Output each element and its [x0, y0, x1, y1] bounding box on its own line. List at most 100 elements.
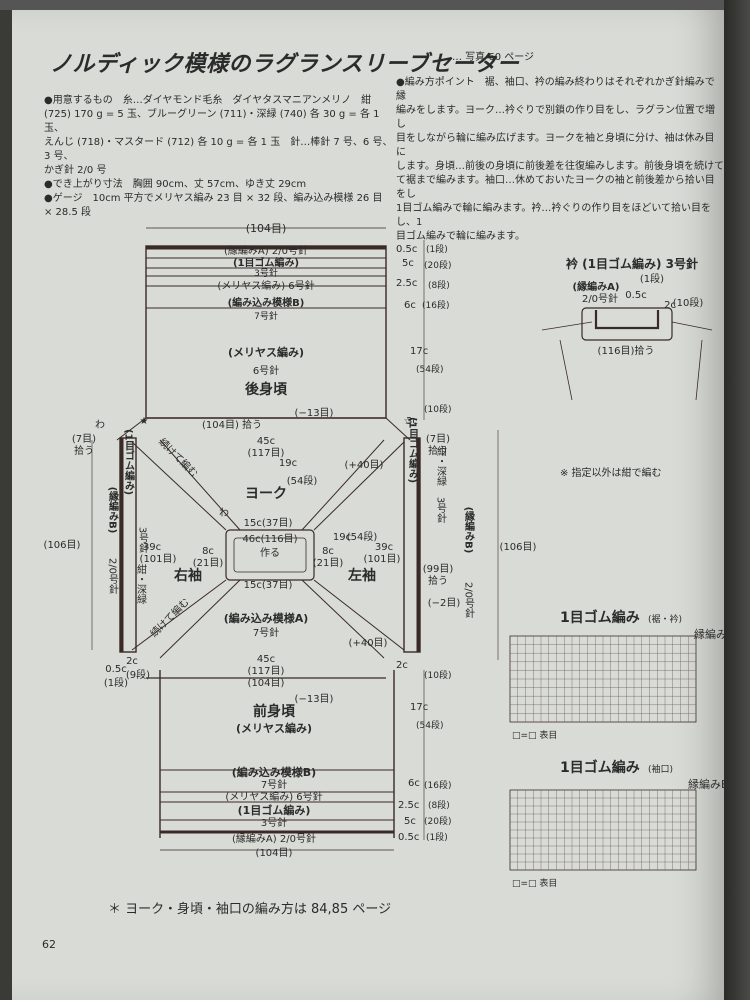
sleeve-pick-label: 拾う: [428, 574, 448, 587]
collar-outline: [581, 307, 673, 341]
yoke-inc: (+40目): [349, 638, 388, 649]
neck-inner: [233, 537, 307, 573]
materials-line: (725) 170 g = 5 玉、ブルーグリーン (711)・深緑 (740)…: [44, 109, 380, 134]
raglan-line: [131, 441, 227, 531]
front-main-label: (メリヤス編み): [236, 721, 312, 735]
front-edge-label: (縁編みA) 2/0号針: [232, 832, 316, 845]
collar-line: [695, 339, 703, 401]
collar-edge-needle: 2/0号針: [582, 292, 618, 305]
points-line: 目をしながら輪に編み広げます。ヨークを袖と身頃に分け、袖は休み目に: [396, 133, 715, 158]
left-sleeve-edge-label: (縁編みB): [463, 507, 475, 554]
back-meas: 6c: [404, 300, 416, 311]
back-main-needle: 6号針: [253, 364, 279, 377]
yoke-edge: [116, 417, 147, 441]
front-rows: (8段): [428, 799, 450, 811]
collar-line: [559, 339, 573, 401]
sleeve-edge-rows: (9段): [126, 668, 150, 681]
front-dec: (−13目): [295, 694, 334, 705]
chart2-title: 1目ゴム編み: [560, 759, 640, 776]
chart1-sub: (裾・衿): [648, 613, 682, 625]
front-width-bottom: (104目): [256, 848, 293, 859]
front-meas: 6c: [408, 778, 420, 789]
back-meas: 17c: [410, 346, 428, 357]
back-fair-label: (編み込み模様B): [228, 296, 305, 309]
right-sleeve-needle: 3号針: [137, 527, 149, 554]
raglan-line: [301, 579, 385, 659]
wa-label: わ: [95, 419, 105, 431]
sweater-schematic: (104目) (縁編みA) 2/0号針 (1目ゴム編み) 3号針 (メリヤス編み…: [44, 222, 724, 889]
front-rows: (20段): [424, 815, 451, 827]
back-dec: (−13目): [295, 408, 334, 419]
yoke-width-st: (117目): [248, 448, 285, 459]
back-main-label: (メリヤス編み): [228, 345, 304, 359]
sleeve-edge-meas: 2c: [126, 656, 138, 667]
materials-line: えんじ (718)・マスタード (712) 各 10 g = 各 1 玉 針…棒…: [44, 137, 393, 162]
yoke-bottom-width: 15c(37目): [244, 580, 293, 591]
yoke-side-rows: (54段): [347, 530, 378, 543]
collar-line: [671, 321, 713, 331]
materials-line: ●でき上がり寸法 胸囲 90cm、丈 57cm、ゆき丈 29cm: [44, 179, 307, 190]
points-line: 編みをします。ヨーク…衿ぐりで別鎖の作り目をし、ラグラン位置で増し: [396, 105, 715, 130]
front-meas: 0.5c: [398, 832, 419, 843]
book-page: ノルディック模様のラグランスリーブセーター … 写真 60 ページ ●用意するも…: [12, 10, 724, 1000]
yoke-width-cm: 45c: [257, 436, 275, 447]
right-sleeve-width: 8c: [202, 546, 214, 557]
sleeve-st: (101目): [140, 554, 177, 565]
front-meas: 2.5c: [398, 800, 419, 811]
collar-meas: 2c: [664, 300, 676, 311]
back-meas: 3c: [406, 416, 418, 427]
page-number: 62: [42, 938, 56, 951]
front-meas: 2c: [396, 660, 408, 671]
yoke-height: 19c: [279, 458, 297, 469]
front-rows: (54段): [416, 719, 443, 731]
back-rows: (8段): [428, 279, 450, 291]
sleeve-edge-rows: (1段): [104, 676, 128, 689]
points-line: 1目ゴム編みで輪に編みます。衿…衿ぐりの作り目をほどいて拾い目をし、1: [396, 203, 712, 228]
chart1-legend: □=□ 表目: [512, 729, 557, 741]
front-width-top: (104目): [248, 678, 285, 689]
chart2-sub: (袖口): [648, 763, 673, 775]
front-fair-label: (編み込み模様A): [224, 611, 309, 625]
left-sleeve-color: 紺・深緑: [435, 445, 447, 486]
left-sleeve-rib: [403, 437, 421, 653]
front-rows: (1段): [426, 831, 448, 843]
points-line: て裾まで編みます。袖口…休めておいたヨークの袖と前後差から拾い目をし: [396, 175, 715, 200]
photo-reference: … 写真 60 ページ: [452, 52, 535, 63]
color-note: ※ 指定以外は紺で編む: [560, 466, 662, 479]
yoke-top-width: 15c(37目): [244, 518, 293, 529]
sleeve-pick: (7目): [72, 434, 96, 445]
continue-label: 続けて編む: [156, 435, 201, 480]
raglan-line: [313, 441, 405, 531]
left-sleeve-rib-label: (1目ゴム編み): [407, 417, 419, 483]
back-body-name: 後身頃: [245, 381, 288, 398]
back-rib-needle: 3号針: [254, 267, 278, 279]
chart2-label: 縁編みB: [688, 777, 724, 791]
sleeve-width: 39c: [143, 542, 161, 553]
back-stock-small: (メリヤス編み) 6号針: [217, 279, 314, 292]
materials-block: ●用意するもの 糸…ダイヤモンド毛糸 ダイヤタスマニアンメリノ 紺 (725) …: [44, 94, 394, 220]
collar-edge-label: (縁編みA): [573, 280, 620, 293]
back-meas: 2.5c: [396, 278, 417, 289]
wa-label: わ: [219, 507, 229, 519]
rib-chart-hem-grid: [510, 636, 696, 722]
right-sleeve-st: (21目): [193, 558, 224, 569]
raglan-line: [313, 579, 405, 651]
back-rows: (54段): [416, 363, 443, 375]
sleeve-pick-label: 拾う: [428, 444, 448, 457]
points-line: ●編み方ポイント 裾、袖口、衿の編み終わりはそれぞれかぎ針編みで縁: [396, 77, 715, 102]
front-meas: 17c: [410, 702, 428, 713]
front-stock-label: (メリヤス編み) 6号針: [225, 790, 322, 803]
sleeve-pick: (7目): [426, 434, 450, 445]
right-sleeve-edge-label: (縁編みB): [107, 487, 119, 534]
sleeve-cuff-st: (106目): [44, 540, 81, 551]
neck-size: 46c(116目): [242, 534, 297, 545]
neck-make: 作る: [260, 547, 280, 559]
sleeve-width: 39c: [375, 542, 393, 553]
sleeve-edge-meas: 0.5c: [105, 664, 126, 675]
left-sleeve-needle2: 2/0号針: [463, 582, 475, 619]
points-line: 目ゴム編みで輪に編みます。: [396, 231, 525, 242]
materials-line: ●用意するもの 糸…ダイヤモンド毛糸 ダイヤタスマニアンメリノ 紺: [44, 95, 372, 106]
sleeve-dec: (−2目): [428, 598, 461, 609]
back-fair-needle: 7号針: [254, 310, 278, 322]
right-sleeve-rib: [119, 437, 137, 653]
